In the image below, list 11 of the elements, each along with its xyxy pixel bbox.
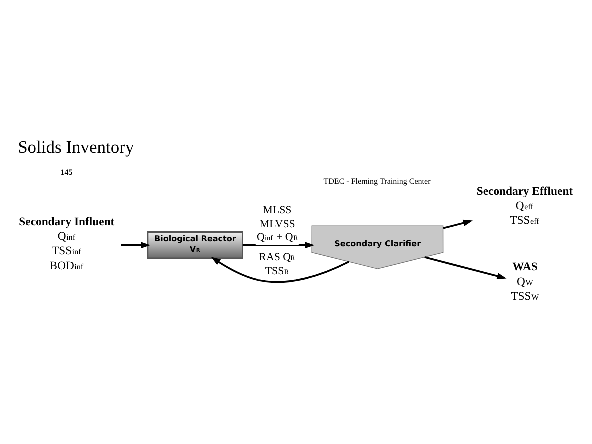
arrow (211, 257, 350, 284)
label: 145 (60, 168, 73, 178)
arrow (121, 242, 151, 249)
arrow (443, 220, 473, 230)
arrow (242, 242, 315, 249)
node-text: Secondary Influent Qinf TSSinf BODinf (19, 216, 115, 272)
label: TDEC - Fleming Training Center (324, 176, 431, 186)
diagram-title: Solids Inventory (18, 136, 134, 157)
node-text: WAS QW TSSW (511, 260, 540, 303)
arrow (424, 256, 507, 280)
node-text: Secondary Effluent Qeff TSSeff (476, 184, 574, 228)
